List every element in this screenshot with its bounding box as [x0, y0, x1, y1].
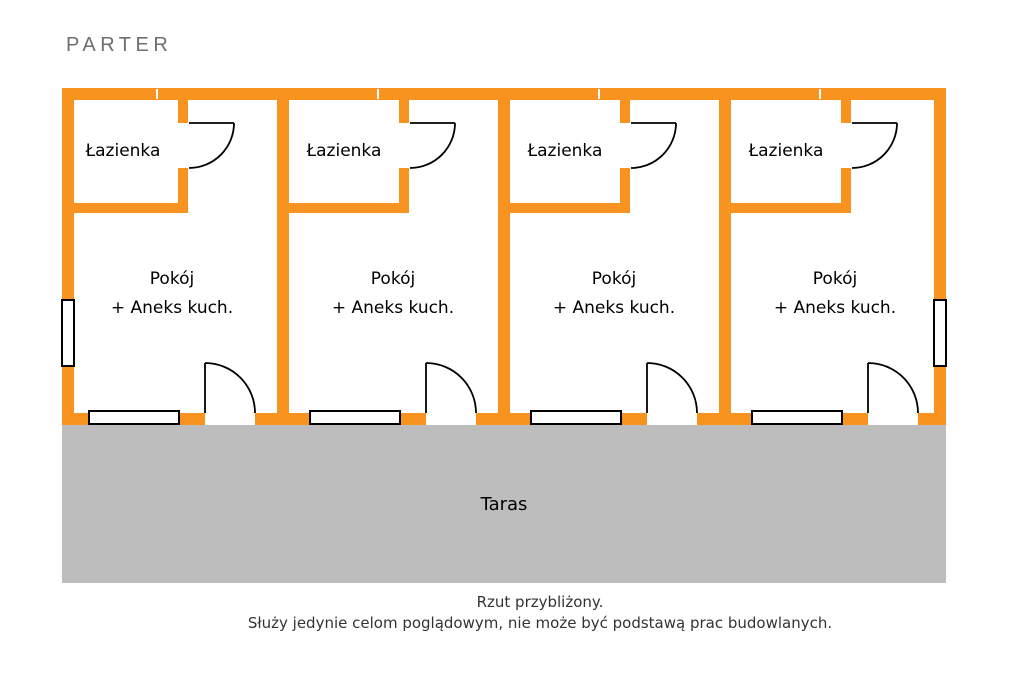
room-label-line2: + Aneks kuch.	[331, 298, 455, 318]
apartment-unit-3: Łazienka Pokój + Aneks kuch.	[504, 88, 725, 425]
room-label-line1: Pokój	[812, 269, 858, 289]
bathroom-wall	[283, 203, 409, 213]
disclaimer-line-1: Rzut przybliżony.	[476, 593, 604, 611]
bathroom-door-icon	[409, 122, 456, 169]
room-label-line1: Pokój	[149, 269, 195, 289]
bathroom-wall	[504, 203, 630, 213]
room-label-line2: + Aneks kuch.	[773, 298, 897, 318]
wall-joint	[156, 89, 158, 99]
window	[530, 410, 622, 425]
entrance-door-icon	[425, 362, 477, 414]
terrace-area: Taras	[62, 425, 946, 583]
room-label-line1: Pokój	[370, 269, 416, 289]
entrance-door-icon	[646, 362, 698, 414]
bathroom-label: Łazienka	[527, 141, 603, 161]
bathroom-wall	[841, 99, 851, 123]
window	[751, 410, 843, 425]
wall-joint	[377, 89, 379, 99]
bathroom-wall	[178, 99, 188, 123]
wall-joint	[598, 89, 600, 99]
room-label: Pokój + Aneks kuch.	[72, 265, 272, 323]
disclaimer-line-2: Służy jedynie celom poglądowym, nie może…	[247, 614, 833, 632]
bathroom-label: Łazienka	[748, 141, 824, 161]
entrance-opening	[205, 413, 255, 425]
window	[933, 299, 947, 367]
bathroom-wall	[841, 168, 851, 213]
bathroom-wall	[178, 168, 188, 213]
bathroom-label: Łazienka	[306, 141, 382, 161]
room-label-line2: + Aneks kuch.	[110, 298, 234, 318]
apartment-unit-4: Łazienka Pokój + Aneks kuch.	[725, 88, 946, 425]
terrace-label: Taras	[480, 493, 528, 515]
bathroom-wall	[399, 99, 409, 123]
bathroom-wall	[620, 168, 630, 213]
bathroom-wall	[399, 168, 409, 213]
room-label: Pokój + Aneks kuch.	[293, 265, 493, 323]
entrance-opening	[426, 413, 476, 425]
wall-joint	[819, 89, 821, 99]
bathroom-wall	[62, 203, 188, 213]
partition-wall	[719, 88, 731, 425]
room-label: Pokój + Aneks kuch.	[514, 265, 714, 323]
entrance-opening	[647, 413, 697, 425]
window	[88, 410, 180, 425]
entrance-door-icon	[867, 362, 919, 414]
entrance-door-icon	[204, 362, 256, 414]
apartment-unit-1: Łazienka Pokój + Aneks kuch.	[62, 88, 283, 425]
bathroom-door-icon	[630, 122, 677, 169]
window	[61, 299, 75, 367]
bathroom-wall	[725, 203, 851, 213]
room-label: Pokój + Aneks kuch.	[735, 265, 935, 323]
bathroom-door-icon	[188, 122, 235, 169]
entrance-opening	[868, 413, 918, 425]
bathroom-wall	[620, 99, 630, 123]
room-label-line2: + Aneks kuch.	[552, 298, 676, 318]
partition-wall	[277, 88, 289, 425]
room-label-line1: Pokój	[591, 269, 637, 289]
apartment-unit-2: Łazienka Pokój + Aneks kuch.	[283, 88, 504, 425]
disclaimer: Rzut przybliżony. Służy jedynie celom po…	[56, 592, 1024, 634]
partition-wall	[498, 88, 510, 425]
bathroom-label: Łazienka	[85, 141, 161, 161]
floor-title: PARTER	[66, 34, 173, 56]
bathroom-door-icon	[851, 122, 898, 169]
window	[309, 410, 401, 425]
